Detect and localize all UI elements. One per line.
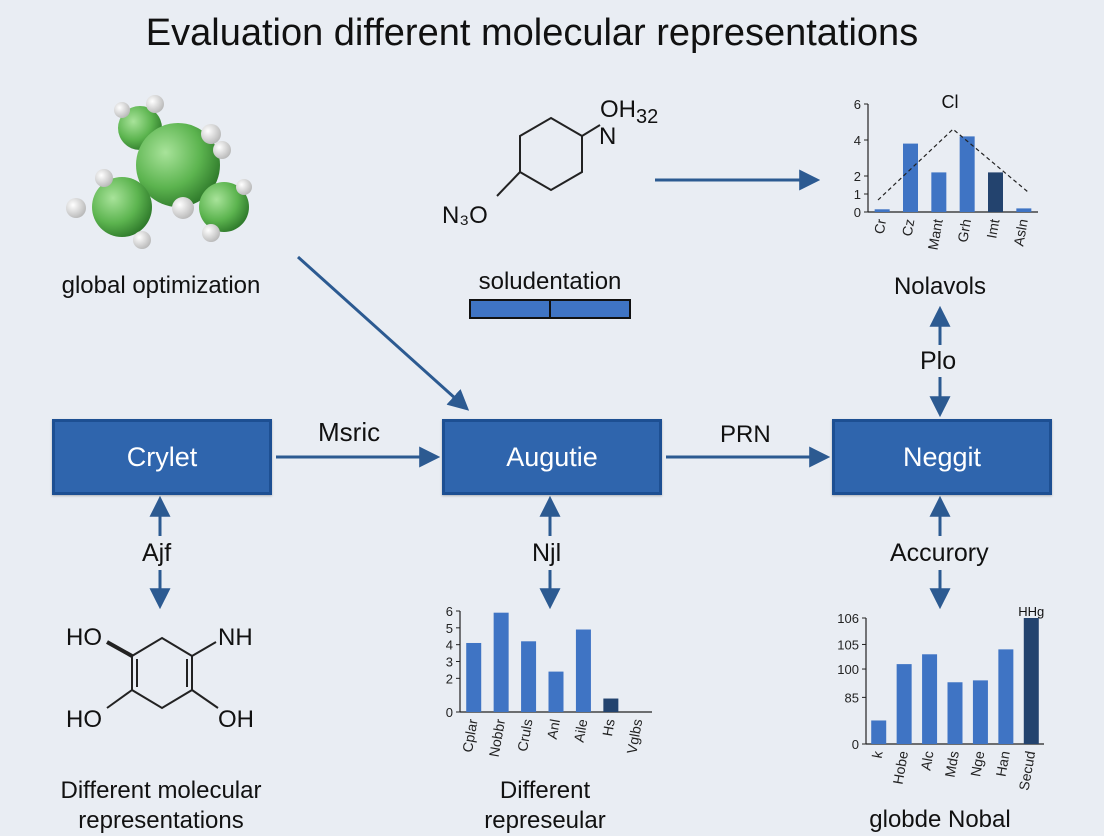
- edge-label-plo: Plo: [920, 347, 957, 375]
- x-tick-label: Grh: [954, 218, 974, 244]
- chart-annotation: Cl: [942, 92, 959, 112]
- y-tick-label: 85: [845, 690, 859, 705]
- dashed-trend-line: [877, 128, 1029, 201]
- caption-different-molecular: Different molecular representations: [20, 776, 302, 836]
- x-tick-label: Hobe: [890, 750, 912, 786]
- ho-top-label: HO: [66, 624, 102, 651]
- y-tick-label: 0: [852, 737, 859, 752]
- x-tick-label: Cz: [899, 218, 918, 238]
- x-tick-label: Nge: [967, 750, 987, 778]
- bar: [521, 641, 537, 712]
- caption-different-repr: Different represeular: [440, 776, 650, 836]
- caption-global-optimization: global optimization: [61, 272, 261, 299]
- bar: [871, 720, 887, 744]
- bar: [603, 698, 619, 712]
- caption-nolavols: Nolavols: [893, 273, 987, 300]
- node-crylet: Crylet: [52, 419, 272, 495]
- caption-soludentation: soludentation: [478, 268, 622, 295]
- y-tick-label: 1: [854, 187, 861, 202]
- y-tick-label: 2: [854, 169, 861, 184]
- oh-label: OH32: [600, 96, 659, 128]
- x-tick-label: Aile: [571, 718, 591, 744]
- node-augutie: Augutie: [442, 419, 662, 495]
- caption-line-2: representations: [78, 807, 244, 834]
- y-tick-label: 0: [446, 705, 453, 720]
- bar: [903, 143, 918, 212]
- caption-globde-nobal: globde Nobal: [869, 806, 1011, 833]
- molecule-3d-model: [66, 95, 252, 249]
- bar: [548, 671, 564, 712]
- x-tick-label: Nobbr: [486, 717, 508, 758]
- bar: [972, 680, 988, 744]
- bar: [874, 209, 890, 212]
- y-tick-label: 2: [446, 671, 453, 686]
- x-tick-label: Anl: [544, 718, 563, 741]
- caption-line-1: Different: [499, 777, 591, 804]
- x-tick-label: Cr: [871, 217, 889, 235]
- bar: [493, 612, 509, 712]
- edge-label-ajf: Ajf: [142, 539, 172, 567]
- molecule-structure-top: [496, 116, 601, 197]
- bar-chart-top-right: 0 1 2 4 6Cr Cz Mant Grh Imt Asln Cl: [854, 92, 1038, 251]
- bar: [931, 172, 947, 212]
- caption-line-2: represeular: [484, 807, 606, 834]
- x-tick-label: Mant: [925, 218, 946, 252]
- x-tick-label: Cruls: [514, 718, 535, 753]
- y-tick-label: 3: [446, 655, 453, 670]
- n-label: N: [599, 123, 617, 150]
- bar: [896, 664, 912, 744]
- x-tick-label: Alc: [917, 750, 936, 772]
- chart-annotation: HHg: [1018, 604, 1044, 619]
- arrow-molecule-to-augutie: [296, 255, 470, 411]
- node-neggit: Neggit: [832, 419, 1052, 495]
- edge-label-prn: PRN: [720, 421, 771, 448]
- caption-line-1: Different molecular: [60, 777, 262, 804]
- ho-bottom-label: HO: [66, 706, 102, 733]
- edge-label-njl: Njl: [532, 539, 562, 567]
- y-tick-label: 4: [854, 133, 861, 148]
- x-tick-label: Secud: [1016, 750, 1039, 792]
- bar: [988, 172, 1003, 212]
- x-tick-label: Asln: [1010, 218, 1030, 248]
- x-tick-label: k: [869, 749, 886, 760]
- y-tick-label: 0: [854, 205, 861, 220]
- bar: [1016, 208, 1032, 212]
- bar: [922, 654, 938, 744]
- x-tick-label: Mds: [942, 750, 962, 779]
- y-tick-label: 100: [837, 662, 859, 677]
- y-tick-label: 4: [446, 638, 453, 653]
- molecule-structure-bottom: [106, 636, 219, 710]
- y-tick-label: 5: [446, 621, 453, 636]
- y-tick-label: 6: [854, 97, 861, 112]
- n3o-label: N₃O: [442, 202, 488, 229]
- x-tick-label: Hs: [599, 718, 618, 738]
- edge-label-msric: Msric: [318, 417, 381, 447]
- bar: [998, 649, 1014, 744]
- x-tick-label: Cplar: [459, 717, 481, 753]
- bar: [1023, 618, 1039, 744]
- y-tick-label: 105: [837, 637, 859, 652]
- page-title: Evaluation different molecular represent…: [145, 12, 919, 54]
- soludentation-bar: [469, 299, 631, 319]
- edge-label-accurory: Accurory: [890, 539, 989, 567]
- x-tick-label: Imt: [983, 218, 1002, 240]
- bar: [947, 682, 963, 744]
- bar: [466, 642, 482, 712]
- x-tick-label: Han: [993, 750, 1013, 778]
- oh-label-bottom: OH: [218, 706, 254, 733]
- nh-label: NH: [218, 624, 253, 651]
- y-tick-label: 6: [446, 604, 453, 619]
- y-tick-label: 106: [837, 611, 859, 626]
- x-tick-label: Vglbs: [623, 718, 645, 755]
- bar: [575, 629, 591, 712]
- bar: [959, 136, 975, 212]
